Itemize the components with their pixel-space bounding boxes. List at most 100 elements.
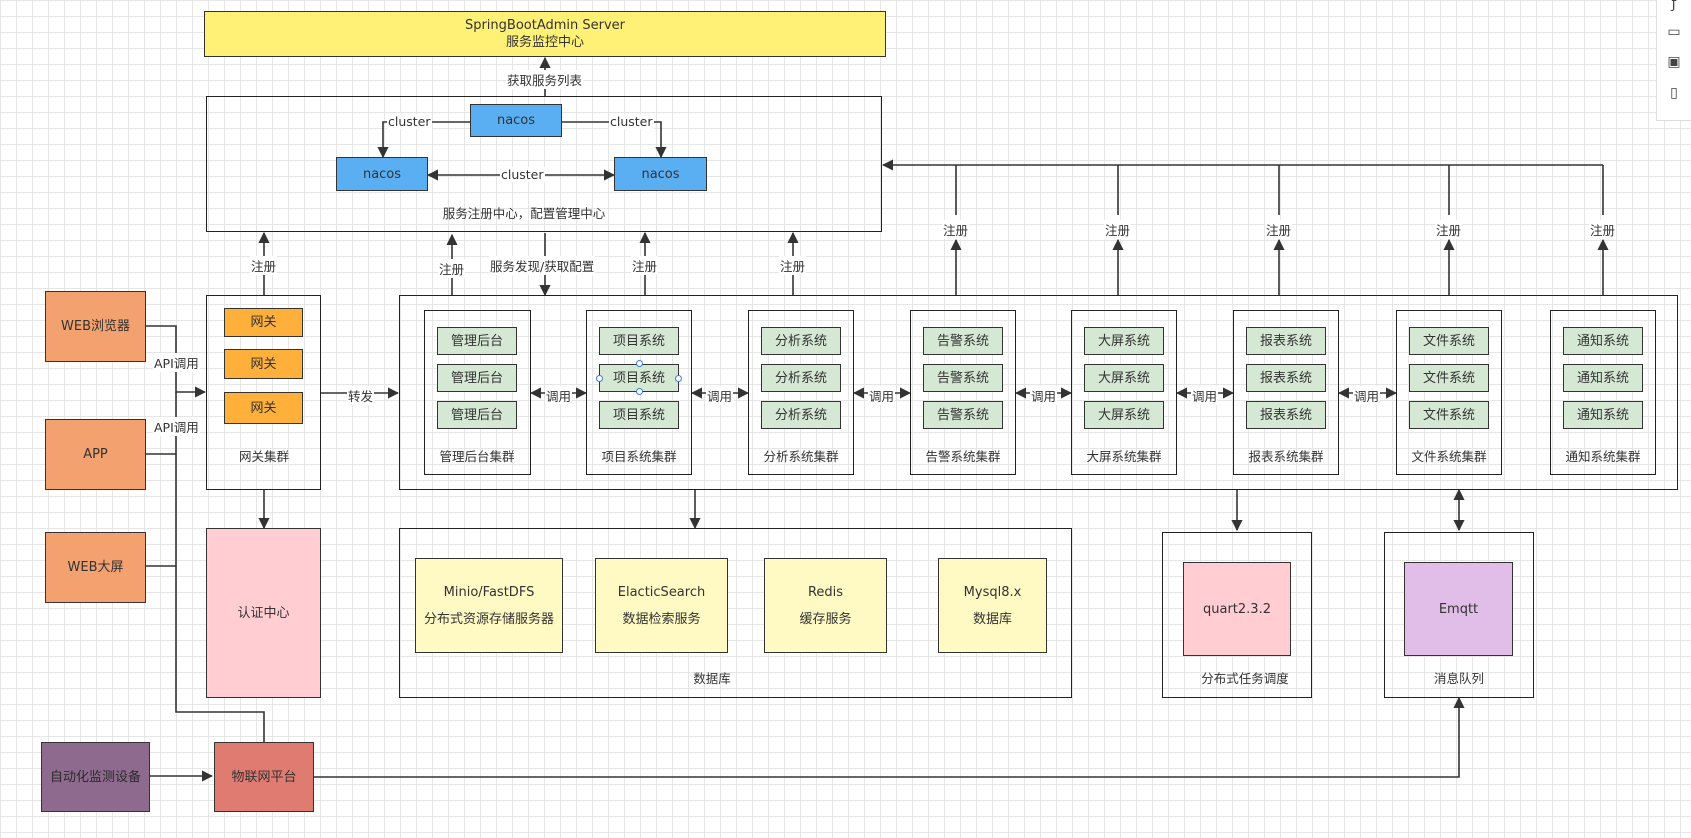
analysis-node-2[interactable]: 分析系统 bbox=[761, 364, 841, 392]
file-node-3[interactable]: 文件系统 bbox=[1409, 401, 1489, 429]
quartz-frame[interactable] bbox=[1162, 532, 1312, 698]
gateway-cluster-frame[interactable] bbox=[206, 295, 321, 490]
db-redis-name: Redis bbox=[807, 584, 844, 600]
notify-node-1[interactable]: 通知系统 bbox=[1563, 327, 1643, 355]
database-frame[interactable] bbox=[399, 528, 1072, 698]
analysis-node-3[interactable]: 分析系统 bbox=[761, 401, 841, 429]
label-discovery: 服务发现/获取配置 bbox=[489, 256, 596, 275]
cluster-file[interactable] bbox=[1396, 310, 1502, 475]
format-icon[interactable]: ƒ bbox=[1671, 0, 1677, 12]
page-icon[interactable]: ▯ bbox=[1670, 85, 1678, 101]
nacos-frame[interactable] bbox=[206, 96, 882, 232]
file-caption: 文件系统集群 bbox=[1411, 449, 1487, 464]
label-register-file: 注册 bbox=[1435, 220, 1463, 239]
project-node-3[interactable]: 项目系统 bbox=[599, 401, 679, 429]
label-register-project: 注册 bbox=[631, 256, 659, 275]
label-register-report: 注册 bbox=[1265, 220, 1293, 239]
cluster-analysis[interactable] bbox=[748, 310, 854, 475]
notify-node-3[interactable]: 通知系统 bbox=[1563, 401, 1643, 429]
cluster-admin[interactable] bbox=[424, 310, 531, 475]
cluster-notify[interactable] bbox=[1550, 310, 1656, 475]
nacos-node-left[interactable]: nacos bbox=[336, 157, 428, 191]
analysis-node-1[interactable]: 分析系统 bbox=[761, 327, 841, 355]
screen-node-1[interactable]: 大屏系统 bbox=[1084, 327, 1164, 355]
label-call-2: 调用 bbox=[706, 386, 734, 405]
gateway-node-3[interactable]: 网关 bbox=[224, 392, 303, 424]
db-elasticsearch[interactable]: ElacticSearch 数据检索服务 bbox=[595, 558, 728, 653]
edge-cluster-left bbox=[377, 121, 470, 159]
label-cluster-left: cluster bbox=[387, 114, 432, 129]
label-cluster-bottom: cluster bbox=[500, 167, 545, 182]
report-caption: 报表系统集群 bbox=[1248, 449, 1324, 464]
report-node-3[interactable]: 报表系统 bbox=[1246, 401, 1326, 429]
label-call-4: 调用 bbox=[1030, 386, 1058, 405]
selection-handle[interactable] bbox=[636, 360, 643, 367]
mq-node[interactable]: Emqtt bbox=[1404, 562, 1513, 656]
sba-subtitle: 服务监控中心 bbox=[505, 35, 584, 50]
label-call-5: 调用 bbox=[1191, 386, 1219, 405]
label-register-analysis: 注册 bbox=[779, 256, 807, 275]
db-minio[interactable]: Minio/FastDFS 分布式资源存储服务器 bbox=[415, 558, 563, 653]
label-forward: 转发 bbox=[347, 386, 375, 405]
quartz-caption: 分布式任务调度 bbox=[1201, 671, 1289, 686]
nacos-node-top[interactable]: nacos bbox=[470, 104, 562, 137]
admin-node-3[interactable]: 管理后台 bbox=[437, 401, 517, 429]
sba-title: SpringBootAdmin Server bbox=[464, 18, 626, 33]
cluster-project[interactable] bbox=[586, 310, 692, 475]
selection-handle[interactable] bbox=[596, 375, 603, 382]
nacos-caption: 服务注册中心，配置管理中心 bbox=[442, 206, 606, 221]
report-node-1[interactable]: 报表系统 bbox=[1246, 327, 1326, 355]
notify-node-2[interactable]: 通知系统 bbox=[1563, 364, 1643, 392]
alarm-caption: 告警系统集群 bbox=[925, 449, 1001, 464]
db-redis[interactable]: Redis 缓存服务 bbox=[764, 558, 887, 653]
label-call-3: 调用 bbox=[868, 386, 896, 405]
db-redis-desc: 缓存服务 bbox=[799, 611, 852, 627]
screen-node-3[interactable]: 大屏系统 bbox=[1084, 401, 1164, 429]
auth-center[interactable]: 认证中心 bbox=[206, 528, 321, 698]
cluster-screen[interactable] bbox=[1071, 310, 1177, 475]
client-web-screen[interactable]: WEB大屏 bbox=[45, 532, 146, 603]
screen-node-2[interactable]: 大屏系统 bbox=[1084, 364, 1164, 392]
iot-platform[interactable]: 物联网平台 bbox=[214, 742, 314, 812]
alarm-node-1[interactable]: 告警系统 bbox=[923, 327, 1003, 355]
admin-node-1[interactable]: 管理后台 bbox=[437, 327, 517, 355]
mq-frame[interactable] bbox=[1384, 532, 1534, 698]
edge-iot-mq bbox=[314, 696, 1465, 778]
db-mysql-name: Mysql8.x bbox=[963, 584, 1022, 600]
cluster-report[interactable] bbox=[1233, 310, 1339, 475]
notify-caption: 通知系统集群 bbox=[1565, 449, 1641, 464]
label-register-alarm: 注册 bbox=[942, 220, 970, 239]
db-minio-desc: 分布式资源存储服务器 bbox=[423, 611, 554, 627]
report-node-2[interactable]: 报表系统 bbox=[1246, 364, 1326, 392]
file-node-2[interactable]: 文件系统 bbox=[1409, 364, 1489, 392]
alarm-node-2[interactable]: 告警系统 bbox=[923, 364, 1003, 392]
label-get-service-list: 获取服务列表 bbox=[506, 70, 584, 89]
selection-handle[interactable] bbox=[636, 388, 643, 395]
quartz-node[interactable]: quart2.3.2 bbox=[1183, 562, 1291, 656]
gateway-node-1[interactable]: 网关 bbox=[224, 308, 303, 337]
db-es-desc: 数据检索服务 bbox=[622, 611, 701, 627]
file-node-1[interactable]: 文件系统 bbox=[1409, 327, 1489, 355]
services-frame[interactable] bbox=[399, 295, 1678, 490]
admin-caption: 管理后台集群 bbox=[439, 449, 515, 464]
auto-monitoring-device[interactable]: 自动化监测设备 bbox=[41, 742, 150, 812]
client-app[interactable]: APP bbox=[45, 419, 146, 490]
label-api-call-2: API调用 bbox=[153, 417, 200, 436]
mq-caption: 消息队列 bbox=[1433, 671, 1485, 686]
label-cluster-right: cluster bbox=[609, 114, 654, 129]
alarm-node-3[interactable]: 告警系统 bbox=[923, 401, 1003, 429]
label-call-6: 调用 bbox=[1353, 386, 1381, 405]
springboot-admin-server[interactable]: SpringBootAdmin Server 服务监控中心 bbox=[204, 11, 886, 57]
admin-node-2[interactable]: 管理后台 bbox=[437, 364, 517, 392]
gateway-node-2[interactable]: 网关 bbox=[224, 349, 303, 379]
client-web-browser[interactable]: WEB浏览器 bbox=[45, 291, 146, 362]
label-api-call-1: API调用 bbox=[153, 353, 200, 372]
db-mysql[interactable]: Mysql8.x 数据库 bbox=[938, 558, 1047, 653]
project-node-1[interactable]: 项目系统 bbox=[599, 327, 679, 355]
nacos-node-right[interactable]: nacos bbox=[614, 157, 707, 191]
cluster-alarm[interactable] bbox=[910, 310, 1016, 475]
calendar-icon[interactable]: ▭ bbox=[1667, 24, 1681, 40]
layers-icon[interactable]: ▣ bbox=[1667, 54, 1681, 70]
selection-handle[interactable] bbox=[675, 375, 682, 382]
database-caption: 数据库 bbox=[693, 671, 731, 686]
